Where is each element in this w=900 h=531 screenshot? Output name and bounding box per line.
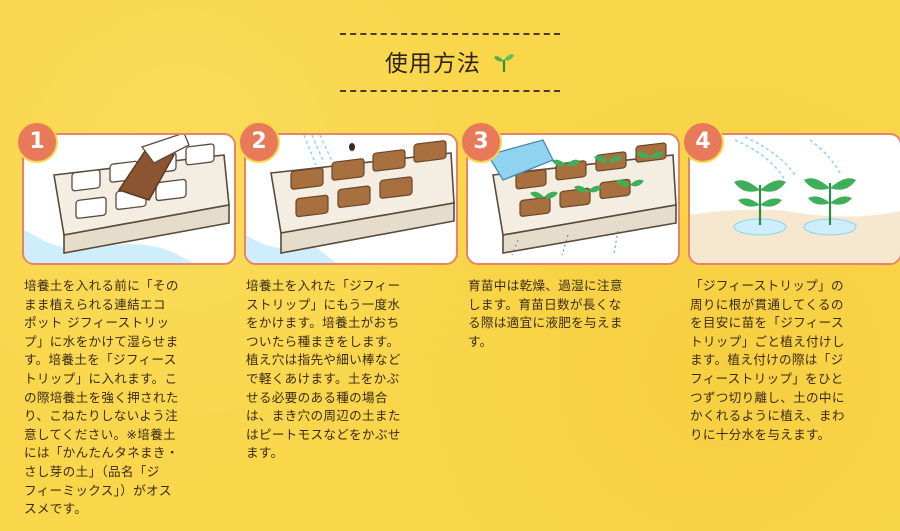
section-title: 使用方法: [0, 44, 900, 80]
step-2-description: 培養土を入れた「ジフィー ストリップ」にもう一度水 をかけます。培養土がおち つ…: [246, 278, 401, 461]
step-1-description: 培養土を入れる前に「その まま植えられる連結エコ ポット ジフィーストリッ プ」…: [24, 278, 179, 517]
step-3-badge: 3: [460, 121, 502, 163]
step-4-badge: 4: [682, 121, 724, 163]
section-title-text: 使用方法: [384, 51, 481, 77]
step-2-illustration: [244, 133, 458, 265]
step-4-description: 「ジフィーストリップ」の 周りに根が貫通してくるの を目安に苗を「ジフィース ト…: [690, 278, 845, 442]
header-divider-bottom: [340, 90, 560, 92]
step-4-illustration: [688, 133, 900, 265]
step-3-illustration: [466, 133, 680, 265]
sprout-icon: [493, 50, 515, 80]
section-header: 使用方法: [0, 0, 900, 110]
step-1-illustration: [22, 133, 236, 265]
step-2-badge: 2: [238, 121, 280, 163]
step-1-badge: 1: [16, 121, 58, 163]
step-3-description: 育苗中は乾燥、過湿に注意 します。育苗日数が長くな る際は適宜に液肥を与えま す…: [468, 278, 623, 349]
header-divider-top: [340, 33, 560, 35]
